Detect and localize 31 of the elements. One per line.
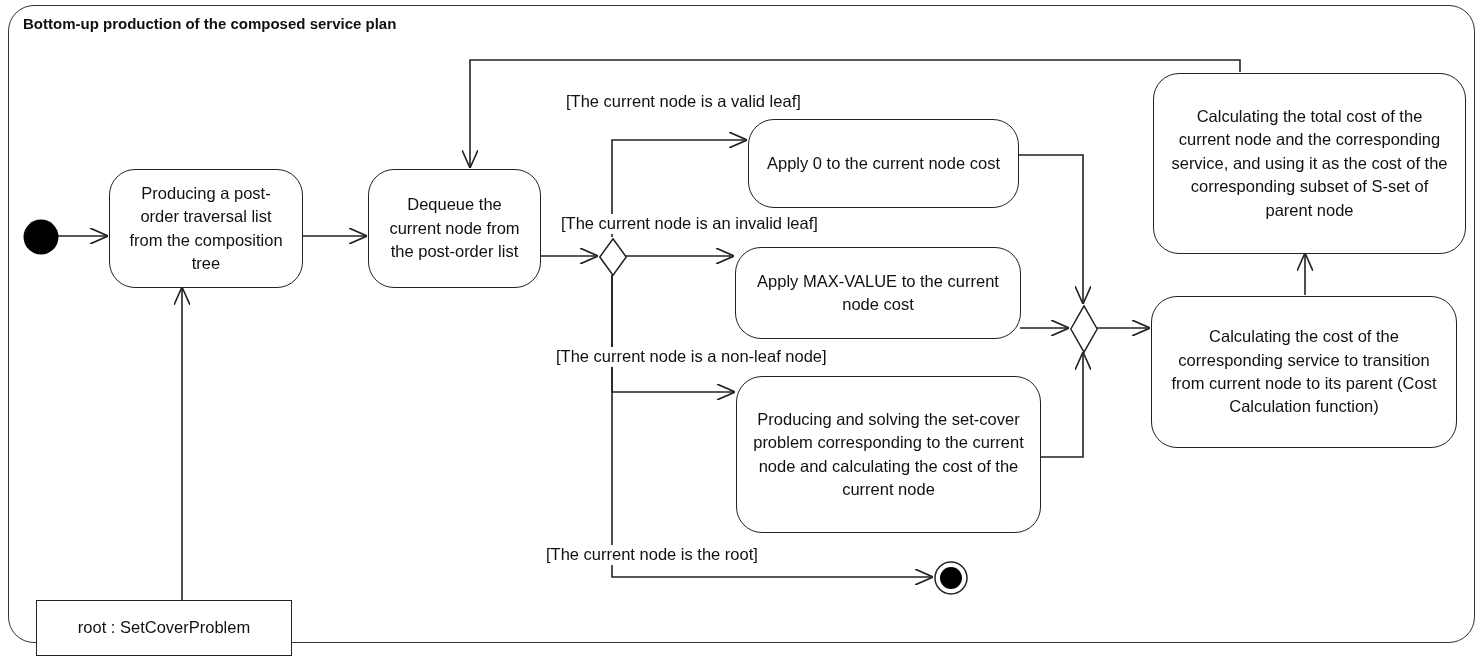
decision-diamond: [599, 238, 627, 276]
activity-frame: [8, 5, 1475, 643]
action-node: Apply 0 to the current node cost: [748, 119, 1019, 208]
arrow: [611, 274, 934, 586]
action-node: Apply MAX-VALUE to the current node cost: [735, 247, 1021, 339]
arrow: [625, 247, 735, 265]
arrow: [1019, 319, 1070, 337]
guard-label: [The current node is the root]: [545, 545, 759, 565]
arrow: [1096, 319, 1151, 337]
arrow: [611, 131, 748, 238]
arrow: [1296, 252, 1314, 296]
initial-node: [23, 219, 59, 255]
action-node: Calculating the total cost of the current node and the corresponding service, and using it as the cost of the corresponding subset of S-set of parent node: [1153, 73, 1466, 254]
arrow: [173, 286, 191, 601]
guard-label: [The current node is a non-leaf node]: [555, 347, 828, 367]
decision-diamond: [1070, 305, 1098, 353]
arrow: [301, 227, 368, 245]
arrow: [57, 227, 109, 245]
object-node: root : SetCoverProblem: [36, 600, 292, 656]
arrow: [461, 59, 1241, 169]
arrow: [1039, 351, 1092, 458]
arrow: [539, 247, 599, 265]
arrow: [1017, 154, 1092, 305]
action-node: Dequeue the current node from the post-order list: [368, 169, 541, 288]
frame-title: Bottom-up production of the composed service plan: [23, 15, 397, 32]
guard-label: [The current node is a valid leaf]: [565, 92, 802, 112]
action-node: Producing a post-order traversal list from the composition tree: [109, 169, 303, 288]
action-node: Producing and solving the set-cover problem corresponding to the current node and calculating the cost of the current node: [736, 376, 1041, 533]
action-node: Calculating the cost of the corresponding service to transition from current node to its parent (Cost Calculation function): [1151, 296, 1457, 448]
final-node: [934, 561, 968, 595]
guard-label: [The current node is an invalid leaf]: [560, 214, 819, 234]
